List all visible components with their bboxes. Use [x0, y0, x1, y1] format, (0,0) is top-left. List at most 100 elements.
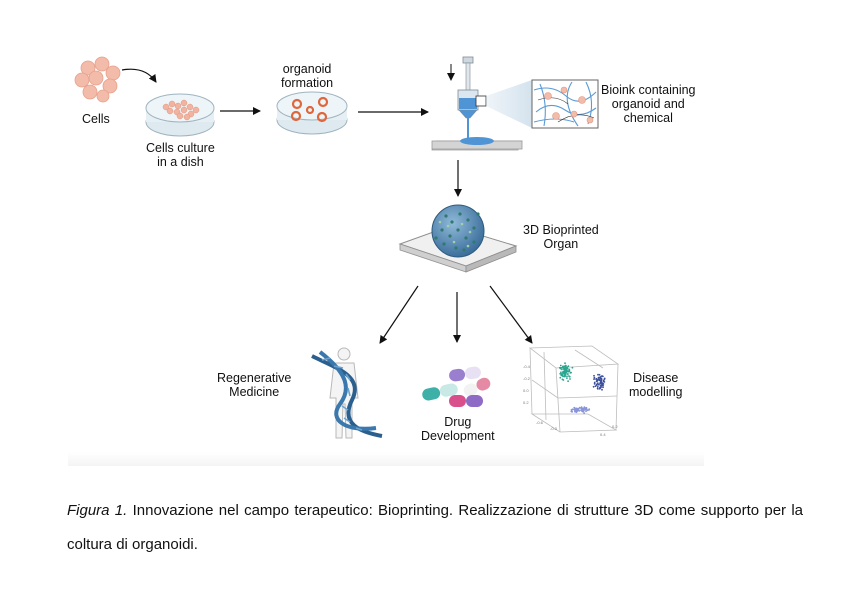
svg-text:-0.2: -0.2: [523, 376, 531, 381]
scatter-point: [561, 368, 563, 371]
scatter-point: [564, 368, 567, 371]
bioprinting-diagram: -0.4 -0.2 0.0 0.2 -0.6 -0.3 0.4 0.2: [74, 56, 620, 439]
svg-text:-0.4: -0.4: [523, 364, 531, 369]
figure-caption: Figura 1. Innovazione nel campo terapeut…: [67, 494, 803, 562]
scatter-point: [583, 409, 586, 411]
scatter-point: [570, 408, 573, 411]
scatter-point: [570, 371, 572, 374]
scatter-point: [577, 408, 580, 410]
scatter-point: [599, 377, 602, 380]
scatter-point: [562, 366, 564, 369]
scatter-point: [596, 379, 598, 382]
scatter-point: [560, 374, 563, 377]
petri-dish-icon: [276, 91, 348, 135]
scatter-point: [575, 407, 577, 410]
scatter-point: [598, 373, 601, 376]
scatter-point: [564, 375, 566, 378]
scatter-point: [595, 378, 597, 380]
caption-text: Innovazione nel campo terapeutico: Biopr…: [67, 502, 803, 553]
scatter-point: [603, 377, 606, 380]
caption-prefix: Figura 1.: [67, 502, 128, 519]
scatter-point: [573, 406, 576, 409]
scatter-point: [561, 371, 564, 374]
scatter-point: [568, 368, 570, 371]
bioink-zoom-icon: [531, 79, 599, 129]
scatter-point: [602, 384, 604, 387]
arrow-to-disease: [489, 285, 533, 344]
scatter-point: [581, 407, 584, 410]
scatter-point: [564, 362, 566, 365]
scatter-point: [594, 385, 597, 388]
scatter-point: [596, 382, 599, 385]
scatter-point: [593, 376, 596, 379]
scatter-point: [603, 381, 606, 383]
scatter-point: [574, 410, 576, 413]
svg-text:0.0: 0.0: [523, 388, 529, 393]
scatter-point: [599, 382, 602, 384]
dna-helix-icon: [311, 350, 383, 438]
scatter-point: [588, 409, 590, 411]
scatter-point: [583, 412, 586, 414]
scatter-point: [566, 377, 568, 379]
cell-cluster-icon: [74, 56, 121, 103]
scatter-point: [601, 388, 603, 391]
svg-text:0.4: 0.4: [600, 432, 606, 437]
scatter-point: [566, 375, 568, 378]
scatter-point: [562, 379, 565, 381]
label-cells: Cells: [82, 112, 110, 126]
scatter-point: [585, 410, 587, 413]
scatter-point: [570, 410, 573, 413]
scatter-point: [559, 376, 562, 379]
scatter-point: [593, 378, 595, 380]
scatter-point: [583, 407, 586, 410]
scatter-point: [584, 408, 587, 410]
scatter-point: [597, 378, 600, 381]
scatter-point: [559, 364, 562, 367]
scatter-point: [597, 373, 599, 376]
scatter-point: [568, 370, 571, 373]
bioprinter-icon: [431, 56, 523, 151]
scatter-point: [567, 373, 569, 375]
scatter-point: [559, 372, 562, 375]
scatter-point: [597, 377, 600, 379]
scatter-point: [602, 386, 604, 389]
scatter-point: [595, 383, 598, 386]
svg-text:-0.6: -0.6: [536, 420, 544, 425]
scatter-point: [601, 382, 604, 385]
scatter-point: [563, 371, 566, 374]
arrow-to-regen: [379, 285, 419, 344]
scatter-point: [597, 383, 600, 386]
scatter-point: [600, 379, 602, 382]
scatter-point: [568, 375, 571, 378]
scatter-point: [598, 387, 601, 390]
scatter-point: [566, 367, 569, 370]
scatter-point: [560, 371, 562, 374]
scatter-point: [567, 365, 570, 368]
scatter-point: [596, 385, 599, 388]
scatter-point: [597, 388, 599, 390]
scatter-point: [572, 408, 574, 411]
scatter-point: [602, 375, 604, 378]
scatter-point: [593, 383, 596, 385]
petri-dish-icon: [145, 93, 215, 137]
scatter-point: [592, 385, 595, 388]
svg-text:0.2: 0.2: [612, 424, 618, 429]
scatter-point: [564, 374, 566, 376]
svg-text:0.2: 0.2: [523, 400, 529, 405]
scatter-point: [575, 409, 578, 412]
organ-sphere-icon: [398, 204, 518, 273]
curved-arrow-cells: [121, 68, 157, 83]
scatter-point: [582, 410, 585, 413]
zoom-beam: [486, 80, 532, 128]
scatter-point: [565, 371, 567, 373]
scatter-point: [562, 375, 564, 378]
scatter-point: [599, 385, 602, 387]
svg-text:-0.3: -0.3: [550, 426, 558, 431]
scatter-point: [564, 365, 566, 368]
scatter-point: [571, 366, 574, 369]
